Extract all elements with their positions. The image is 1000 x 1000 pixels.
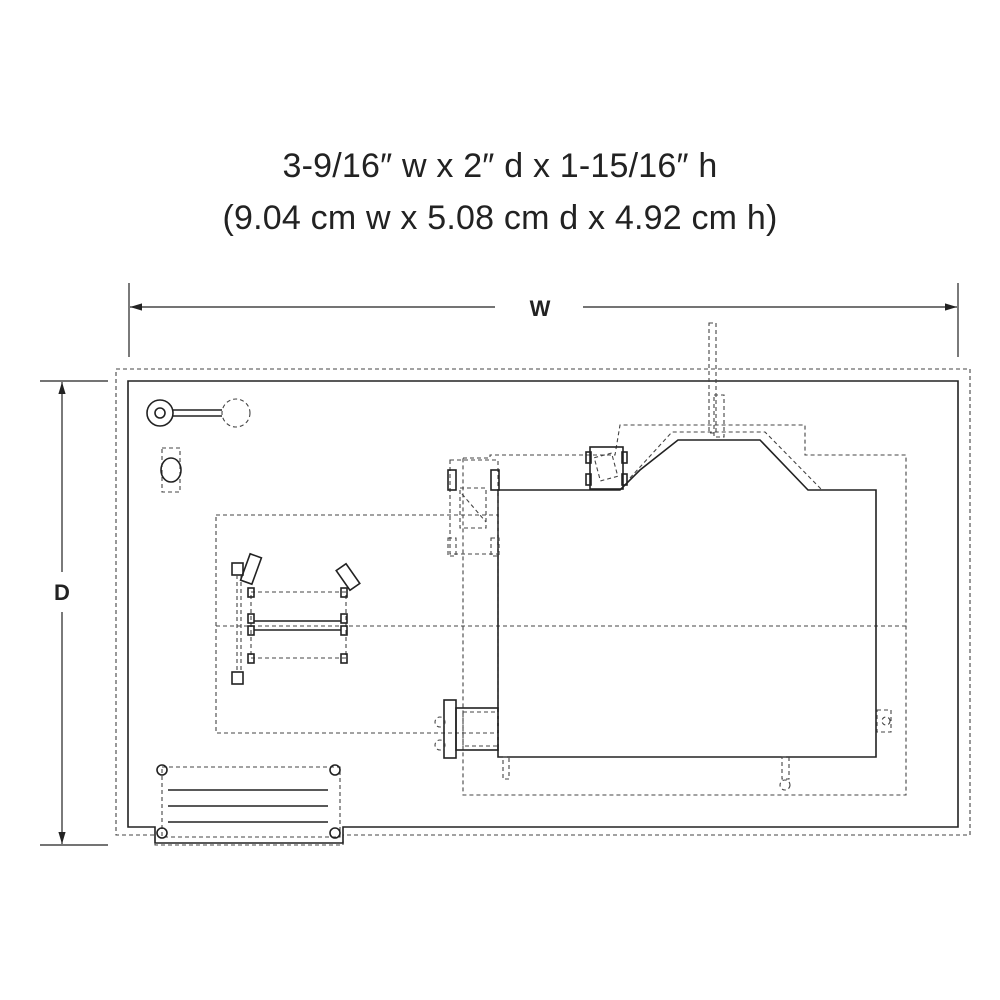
edge-connector-plate <box>156 764 341 839</box>
mechanism-envelope <box>215 514 499 734</box>
metric-dimensions: (9.04 cm w x 5.08 cm d x 4.92 cm h) <box>222 199 778 237</box>
small-knob <box>160 447 182 493</box>
housing-clearance <box>462 424 907 796</box>
width-label: W <box>530 296 551 321</box>
width-dimension: W <box>128 283 959 357</box>
lever-knob <box>146 398 251 428</box>
housing-small-features <box>779 709 892 791</box>
dimensions-title: 3-9/16″ w x 2″ d x 1-15/16″ h (9.04 cm w… <box>0 140 1000 244</box>
linkage-assembly <box>231 552 361 685</box>
motor-housing <box>497 439 877 758</box>
top-probe <box>708 322 725 438</box>
depth-label: D <box>54 580 70 605</box>
housing-inner-offset <box>629 431 823 491</box>
bottom-connector <box>434 699 510 780</box>
depth-dimension: D <box>40 380 108 846</box>
base-outline <box>127 380 959 844</box>
outer-envelope <box>115 368 971 846</box>
imperial-dimensions: 3-9/16″ w x 2″ d x 1-15/16″ h <box>282 147 718 185</box>
left-truck-assembly <box>447 459 500 557</box>
top-wheel-block <box>585 446 628 490</box>
